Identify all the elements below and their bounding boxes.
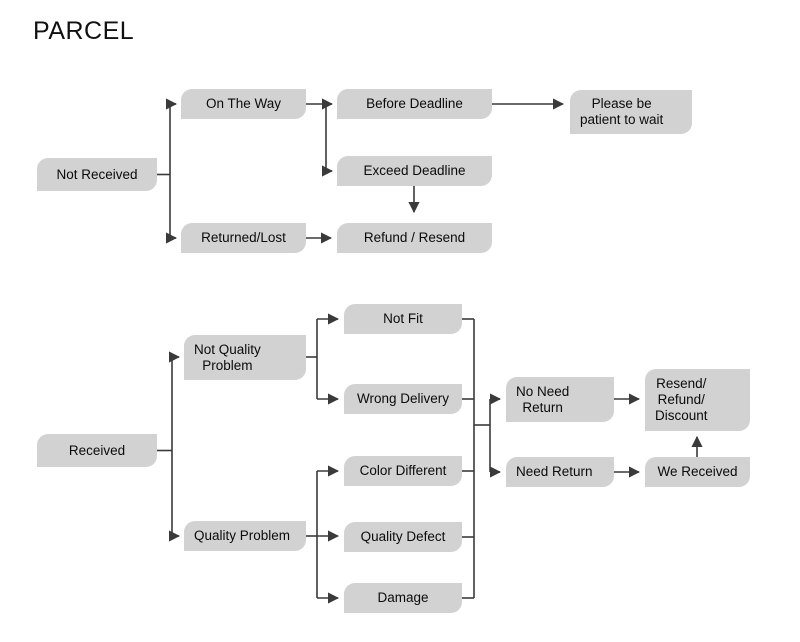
node-color-different[interactable]: Color Different	[344, 456, 462, 486]
node-not-fit[interactable]: Not Fit	[344, 304, 462, 334]
node-on-the-way[interactable]: On The Way	[181, 89, 306, 119]
node-before-deadline[interactable]: Before Deadline	[337, 89, 492, 119]
node-quality-defect[interactable]: Quality Defect	[344, 522, 462, 552]
node-no-need-return[interactable]: No Need Return	[506, 377, 614, 422]
node-wrong-delivery[interactable]: Wrong Delivery	[344, 384, 462, 414]
node-damage[interactable]: Damage	[344, 583, 462, 613]
node-we-received[interactable]: We Received	[645, 457, 750, 487]
node-please-be-patient[interactable]: Please be patient to wait	[570, 90, 692, 134]
node-need-return[interactable]: Need Return	[506, 457, 614, 487]
node-not-quality-problem[interactable]: Not Quality Problem	[184, 335, 306, 380]
node-exceed-deadline[interactable]: Exceed Deadline	[337, 156, 492, 186]
node-quality-problem[interactable]: Quality Problem	[184, 521, 306, 551]
node-not-received[interactable]: Not Received	[37, 158, 157, 191]
node-resend-refund-discount[interactable]: Resend/ Refund/ Discount	[645, 369, 750, 431]
node-refund-resend[interactable]: Refund / Resend	[337, 223, 492, 253]
page-title: PARCEL	[33, 17, 135, 45]
node-received[interactable]: Received	[37, 434, 157, 467]
node-returned-lost[interactable]: Returned/Lost	[181, 223, 306, 253]
